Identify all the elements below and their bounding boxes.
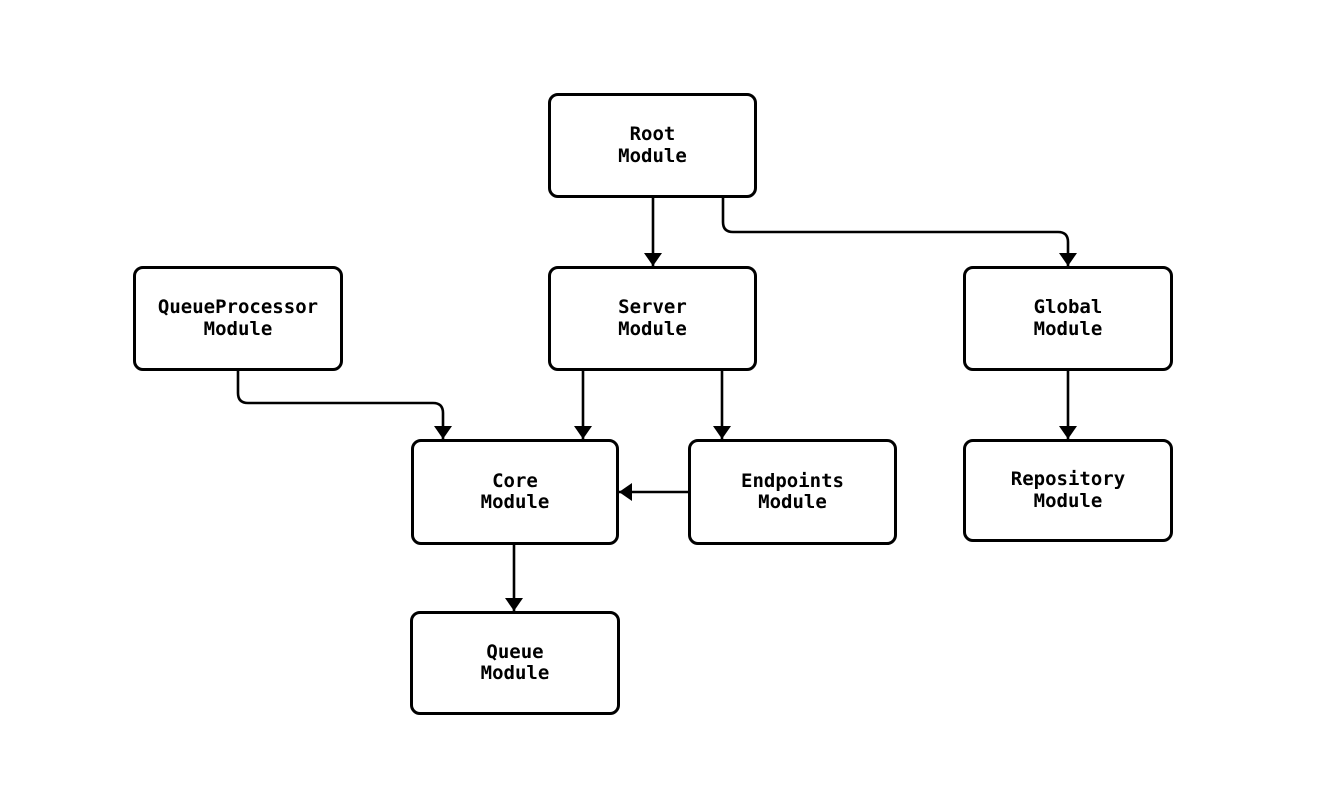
node-label-line: Server bbox=[618, 296, 687, 318]
node-label-line: Root bbox=[629, 123, 676, 145]
node-label-line: Module bbox=[480, 491, 550, 513]
node-label-line: QueueProcessor bbox=[157, 296, 319, 318]
node-label-line: Module bbox=[618, 144, 687, 167]
node-label-line: Module bbox=[203, 317, 273, 340]
node-label-line: Module bbox=[758, 491, 827, 513]
node-label-line: Module bbox=[480, 662, 550, 684]
node-label-line: Module bbox=[618, 317, 687, 340]
edge-root-module-to-global-module bbox=[721, 198, 1077, 266]
edge-queueprocessor-module-to-core-module bbox=[236, 371, 452, 439]
node-label-line: Queue bbox=[486, 640, 544, 663]
node-label-line: Module bbox=[1033, 317, 1103, 340]
node-label-line: Module bbox=[1033, 489, 1103, 512]
node-label-line: Core bbox=[492, 469, 538, 492]
node-label-line: Endpoints bbox=[741, 469, 844, 492]
node-label-line: Global bbox=[1033, 296, 1103, 318]
node-label-line: Repository bbox=[1010, 468, 1126, 490]
